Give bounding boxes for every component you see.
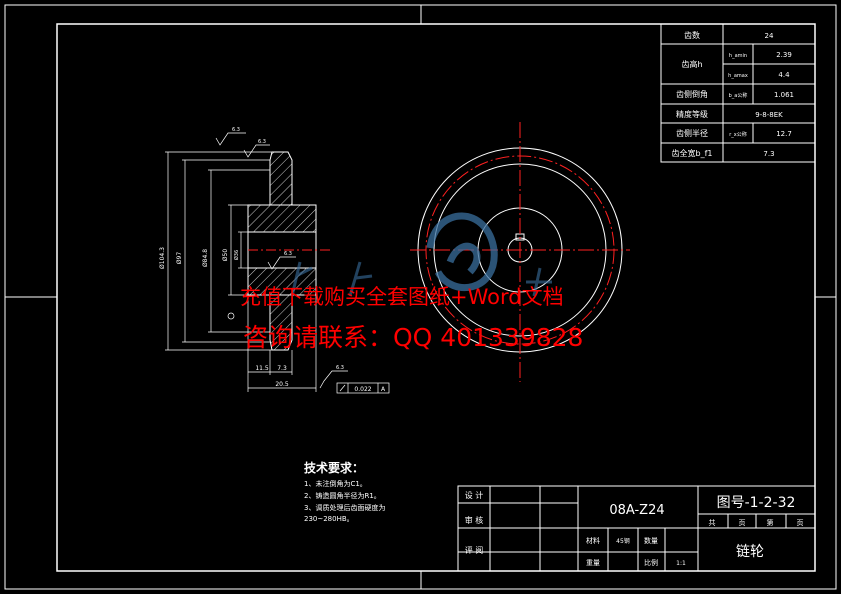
runout-datum: A	[381, 386, 386, 393]
tb-material-label: 材料	[586, 536, 600, 545]
front-view	[410, 122, 630, 382]
section-view: Ø104.3 Ø97 Ø84.8 Ø50 Ø36 11.5 7.3 20.5 6…	[159, 127, 390, 394]
table-value-hamax: 4.4	[778, 71, 790, 79]
dim-outer-diameter: Ø104.3	[159, 247, 166, 269]
table-label-tooth-height: 齿高h	[681, 59, 702, 69]
tb-scale-value: 1:1	[676, 560, 686, 567]
roughness-value-2: 6.3	[258, 139, 266, 145]
tb-page-unit-1: 页	[739, 519, 746, 527]
tech-req-item-4: 230~280HB。	[304, 515, 354, 523]
tb-part-name: 链轮	[736, 544, 764, 560]
dim-total-width: 20.5	[275, 381, 289, 388]
tech-req-item-2: 2、铸造圆角半径为R1。	[304, 491, 381, 500]
dim-width-1: 11.5	[255, 365, 269, 372]
tech-req-item-3: 3、调质处理后齿面硬度为	[304, 503, 385, 512]
roughness-value-3: 6.3	[284, 251, 292, 257]
tb-quantity-label: 数量	[644, 536, 658, 545]
table-value-hamin: 2.39	[776, 51, 792, 59]
technical-requirements: 技术要求： 1、未注倒角为C1。 2、铸造圆角半径为R1。 3、调质处理后齿面硬…	[304, 460, 385, 523]
tb-total-label: 共	[709, 518, 716, 527]
tb-design-label: 设 计	[465, 490, 484, 500]
tb-scale-label: 比例	[644, 558, 658, 567]
tb-drawing-number: 图号-1-2-32	[717, 495, 796, 511]
parameter-table: 齿数 24 齿高h h_amin 2.39 h_amax 4.4 齿侧倒角 b_…	[660, 23, 816, 163]
table-sym-rx: r_x公称	[729, 131, 747, 138]
tb-sheet-label: 第	[767, 518, 774, 527]
table-label-grade: 精度等级	[676, 109, 708, 119]
table-sym-hamax: h_amax	[728, 73, 748, 79]
roughness-value-1: 6.3	[232, 127, 240, 133]
dim-bore-diameter: Ø36	[233, 250, 240, 260]
table-label-chamfer: 齿侧倒角	[676, 89, 708, 99]
table-sym-ba: b_a公称	[729, 92, 748, 99]
watermark-line-1: 充值下载购买全套图纸+Word文档	[240, 285, 564, 309]
runout-tolerance-value: 0.022	[354, 386, 371, 393]
table-value-ba: 1.061	[774, 91, 794, 99]
title-block: 设 计 审 核 评 阅 08A-Z24 图号-1-2-32 共 页 第 页 材料…	[457, 485, 816, 572]
dim-hub-diameter: Ø50	[222, 249, 229, 262]
tb-review-label: 评 阅	[465, 546, 484, 555]
dim-width-2: 7.3	[277, 365, 287, 372]
tb-check-label: 审 核	[465, 515, 484, 525]
table-value-width: 7.3	[763, 150, 774, 158]
tb-material-value: 45钢	[616, 537, 630, 545]
roughness-value-4: 6.3	[336, 365, 344, 371]
watermark-logo	[426, 212, 498, 291]
table-sym-hamin: h_amin	[729, 53, 747, 59]
tech-req-title: 技术要求：	[304, 460, 364, 475]
sheet-frame	[4, 4, 837, 590]
table-label-width: 齿全宽b_f1	[672, 148, 713, 158]
tech-req-item-1: 1、未注倒角为C1。	[304, 479, 367, 488]
tb-drawing-code: 08A-Z24	[609, 503, 664, 518]
table-label-teeth: 齿数	[684, 30, 700, 40]
tb-page-unit-2: 页	[797, 519, 804, 527]
table-value-rx: 12.7	[776, 130, 792, 138]
tb-weight-label: 重量	[586, 559, 600, 567]
watermark-line-2: 咨询请联系：QQ 401339828	[243, 323, 583, 352]
watermark-glyphs	[290, 261, 552, 297]
table-label-radius: 齿侧半径	[676, 128, 708, 138]
table-value-teeth: 24	[765, 32, 774, 40]
dim-root-diameter: Ø84.8	[202, 249, 209, 267]
table-value-grade: 9-8-8EK	[755, 111, 783, 119]
dim-pitch-diameter: Ø97	[176, 252, 183, 265]
